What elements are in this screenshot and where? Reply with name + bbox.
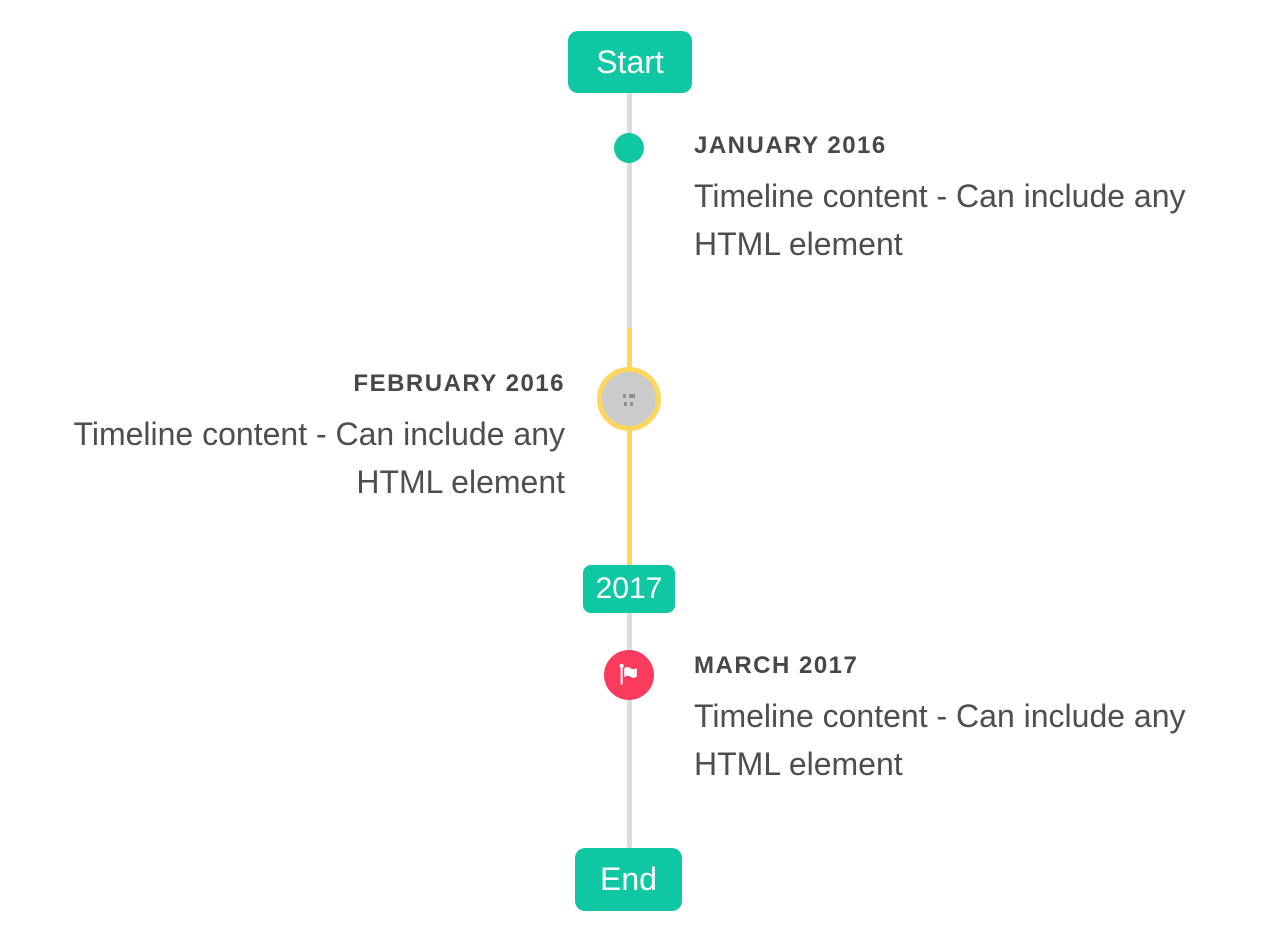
- item-content-line: HTML element: [694, 226, 903, 262]
- item-title-january: JANUARY 2016: [694, 132, 887, 159]
- marker-february-image-circle: [597, 367, 661, 431]
- item-title-march: MARCH 2017: [694, 652, 859, 679]
- marker-january-dot: [614, 133, 644, 163]
- broken-image-icon: [622, 393, 636, 406]
- timeline-item-february: FEBRUARY 2016 Timeline content - Can inc…: [35, 369, 565, 506]
- item-content-line: Timeline content - Can include any: [73, 416, 565, 452]
- start-flag-badge: Start: [568, 31, 692, 93]
- item-content-line: Timeline content - Can include any: [694, 698, 1186, 734]
- flag-icon: [616, 662, 642, 688]
- item-content-january: Timeline content - Can include any HTML …: [694, 172, 1224, 268]
- item-content-line: HTML element: [356, 464, 565, 500]
- timeline-item-march: MARCH 2017 Timeline content - Can includ…: [694, 651, 1224, 788]
- item-title-february: FEBRUARY 2016: [353, 370, 565, 397]
- item-content-february: Timeline content - Can include any HTML …: [35, 410, 565, 506]
- item-content-line: Timeline content - Can include any: [694, 178, 1186, 214]
- timeline-line-highlight: [627, 328, 632, 567]
- timeline-item-january: JANUARY 2016 Timeline content - Can incl…: [694, 131, 1224, 268]
- year-flag-badge: 2017: [583, 565, 675, 613]
- marker-march-flag-circle: [604, 650, 654, 700]
- end-flag-badge: End: [575, 848, 682, 911]
- item-content-line: HTML element: [694, 746, 903, 782]
- item-content-march: Timeline content - Can include any HTML …: [694, 692, 1224, 788]
